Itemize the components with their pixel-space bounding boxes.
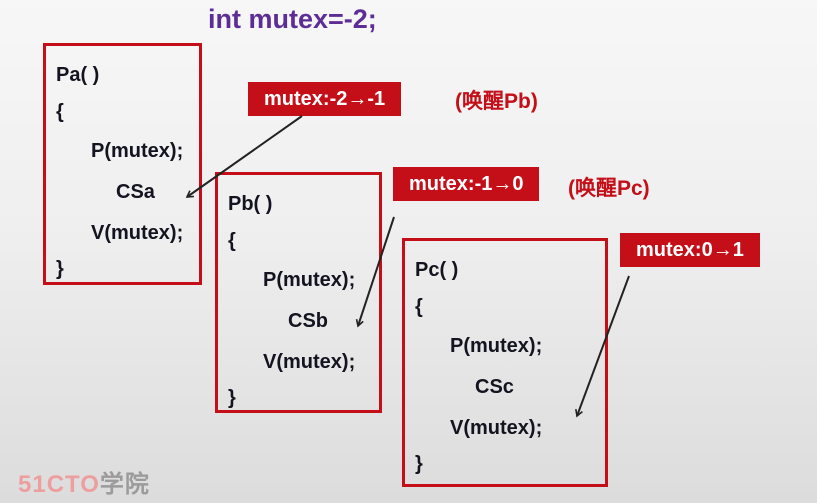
code-line-pa-open: {	[56, 101, 64, 123]
process-box-pa: Pa( ) { P(mutex); CSa V(mutex); }	[43, 43, 202, 285]
code-line-pa-close: }	[56, 258, 64, 280]
code-line-pc-p: P(mutex);	[450, 335, 543, 357]
code-line-pc-open: {	[415, 296, 423, 318]
mutex-transition-badge-2: mutex:-1→0	[393, 167, 540, 201]
mutex-transition-badge-1: mutex:-2→-1	[248, 82, 402, 116]
code-line-pb-p: P(mutex);	[263, 269, 356, 291]
code-line-pc-cs: CSc	[475, 376, 514, 398]
code-line-pa-p: P(mutex);	[91, 140, 184, 162]
code-line-pc-v: V(mutex);	[450, 417, 543, 439]
code-line-pb-v: V(mutex);	[263, 351, 356, 373]
code-line-pa-cs: CSa	[116, 181, 155, 203]
mutex-transition-badge-3: mutex:0→1	[620, 233, 760, 267]
process-box-pb: Pb( ) { P(mutex); CSb V(mutex); }	[215, 172, 382, 413]
watermark-suffix: 学院	[99, 471, 150, 498]
code-line-pb-name: Pb( )	[228, 193, 273, 215]
page-title: int mutex=-2;	[208, 4, 377, 34]
code-line-pc-name: Pc( )	[415, 259, 459, 281]
code-line-pa-v: V(mutex);	[91, 222, 184, 244]
code-line-pb-open: {	[228, 230, 236, 252]
watermark-logo: 51CTO学院	[18, 464, 150, 499]
code-line-pb-cs: CSb	[288, 310, 328, 332]
watermark-brand: 51CTO	[18, 471, 100, 498]
code-line-pb-close: }	[228, 387, 236, 409]
wakeup-note-1: (唤醒Pb)	[455, 90, 538, 113]
wakeup-note-2: (唤醒Pc)	[568, 177, 650, 200]
process-box-pc: Pc( ) { P(mutex); CSc V(mutex); }	[402, 238, 608, 487]
code-line-pa-name: Pa( )	[56, 64, 100, 86]
code-line-pc-close: }	[415, 453, 423, 475]
